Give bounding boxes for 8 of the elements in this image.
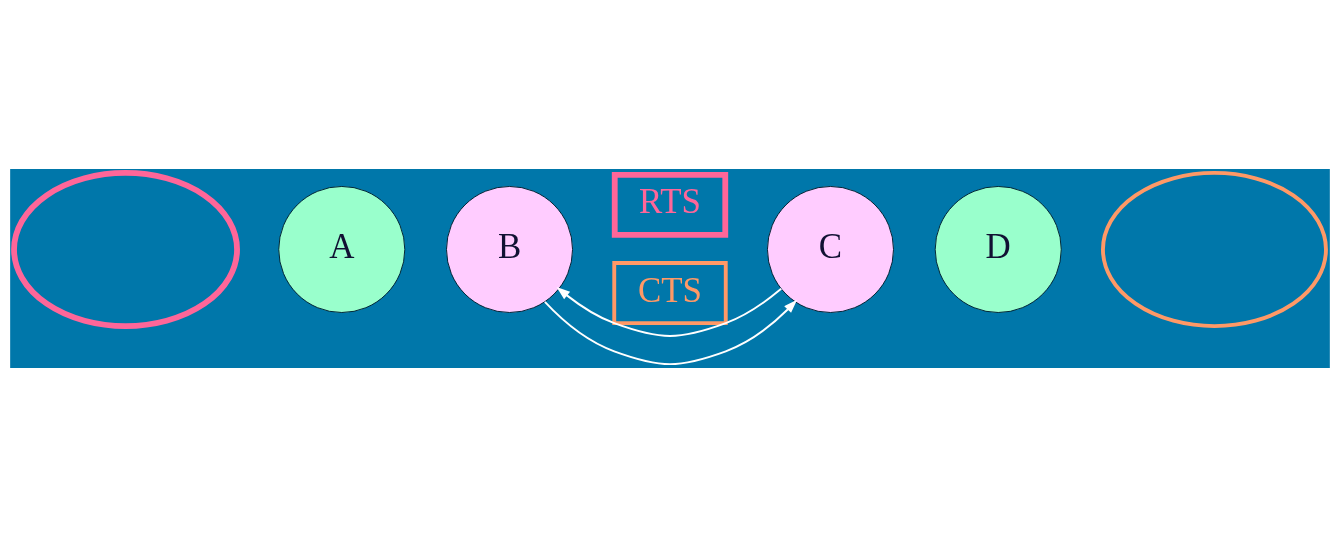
arrow (543, 299, 798, 366)
arrow (556, 287, 783, 337)
node-box: RTS (611, 171, 729, 238)
node-box: CTS (612, 261, 728, 326)
node-ellipse (1101, 170, 1328, 328)
node-circle: D (934, 185, 1062, 313)
node-circle: A (278, 185, 406, 313)
node-ellipse (11, 169, 240, 329)
